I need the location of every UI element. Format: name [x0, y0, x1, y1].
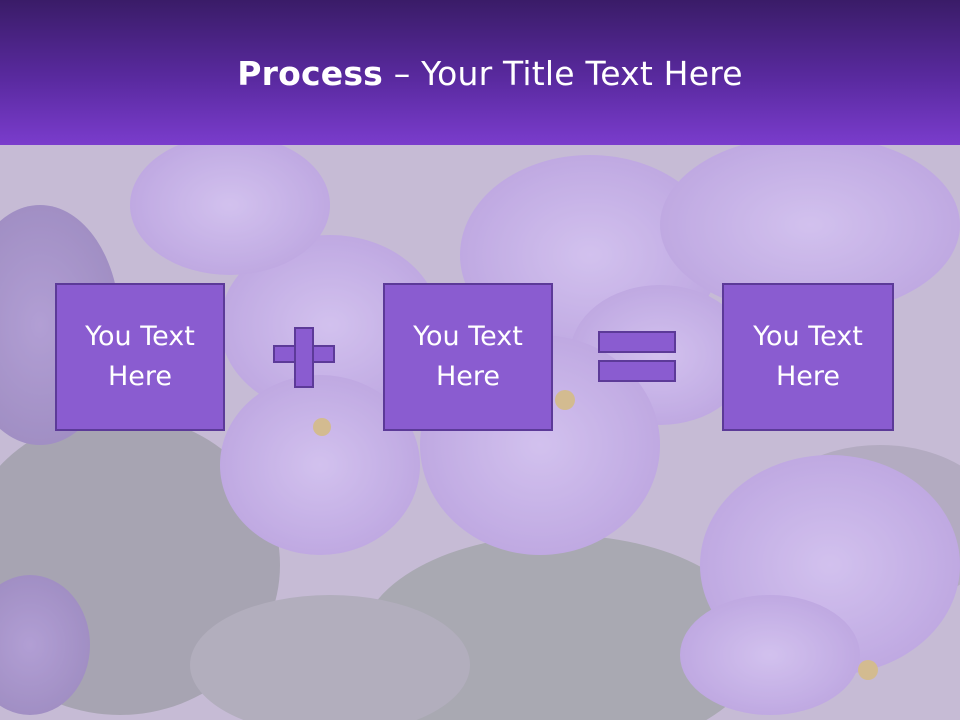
text-box-1[interactable]: You Text Here: [55, 283, 225, 431]
text-box-3-line2: Here: [775, 361, 841, 392]
equals-icon-top-bar: [598, 331, 676, 353]
text-box-1-line1: You Text: [85, 321, 195, 352]
text-box-2[interactable]: You Text Here: [383, 283, 553, 431]
photo-overlay: [0, 145, 960, 720]
text-box-3-line1: You Text: [753, 321, 863, 352]
text-box-2-line2: Here: [435, 361, 501, 392]
title-band: Process – Your Title Text Here: [0, 0, 960, 145]
text-box-2-line1: You Text: [413, 321, 523, 352]
title-bold: Process: [237, 54, 384, 93]
equals-icon-bottom-bar: [598, 360, 676, 382]
slide-title: Process – Your Title Text Here: [0, 52, 960, 96]
text-box-1-line2: Here: [107, 361, 173, 392]
plus-icon-center: [296, 347, 312, 361]
text-box-3[interactable]: You Text Here: [722, 283, 894, 431]
title-rest: – Your Title Text Here: [383, 54, 743, 93]
